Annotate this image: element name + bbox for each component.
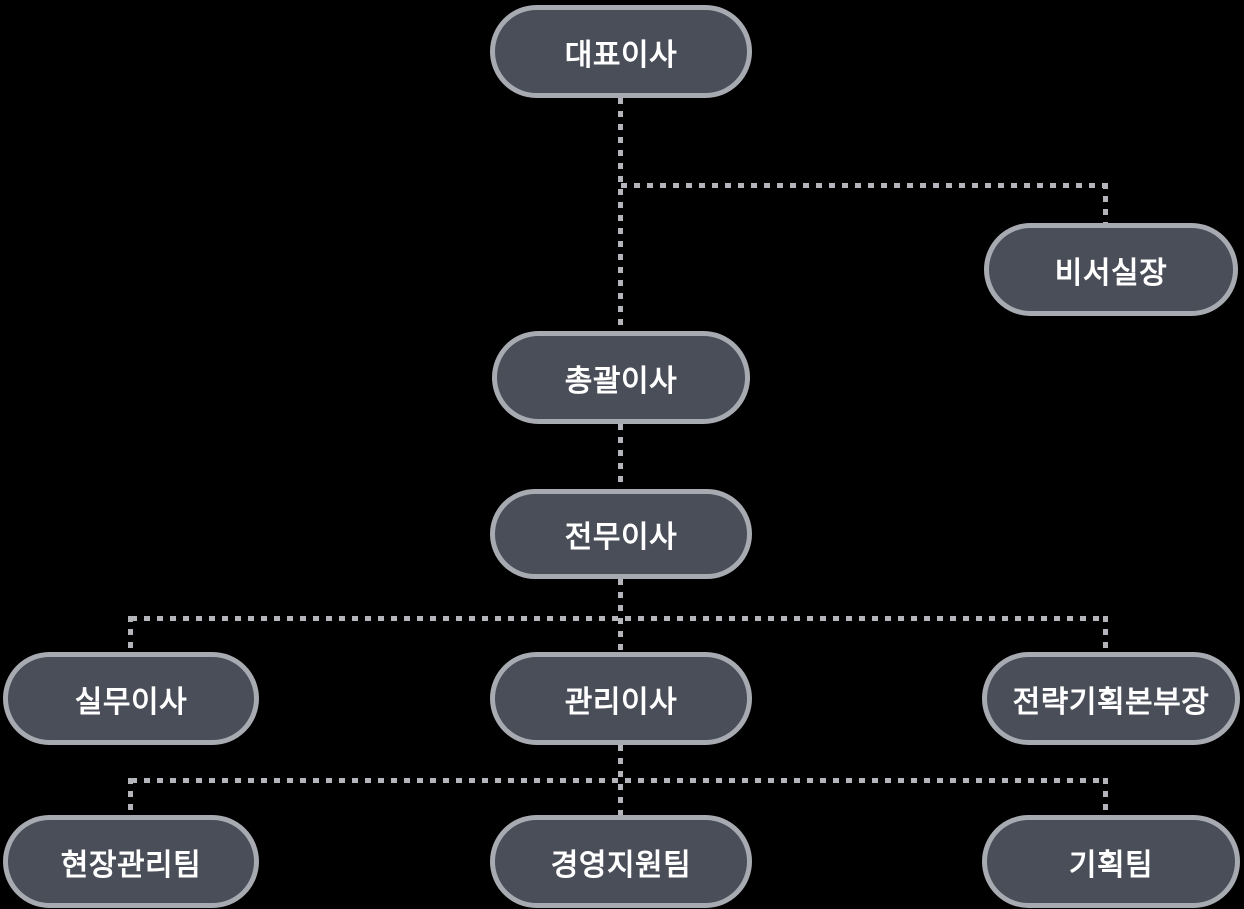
connector-level5-horizontal bbox=[131, 778, 1105, 783]
org-node-ceo: 대표이사 bbox=[490, 5, 752, 98]
connector-executive-to-management bbox=[618, 579, 623, 652]
org-node-planning-team: 기획팀 bbox=[982, 815, 1240, 908]
connector-ceo-to-secretary-vertical bbox=[1103, 183, 1108, 223]
org-node-strategy-planning-head: 전략기획본부장 bbox=[982, 652, 1240, 745]
connector-ceo-to-secretary-horizontal bbox=[621, 183, 1105, 188]
connector-to-strategy-head bbox=[1103, 616, 1108, 652]
org-node-general-director: 총괄이사 bbox=[492, 331, 750, 424]
connector-level4-horizontal bbox=[131, 616, 1105, 621]
connector-ceo-to-general-director bbox=[618, 98, 623, 331]
org-node-site-management-team: 현장관리팀 bbox=[3, 815, 259, 908]
connector-to-operations-director bbox=[128, 616, 133, 652]
connector-to-site-team bbox=[128, 778, 133, 815]
org-node-management-director: 관리이사 bbox=[490, 652, 752, 745]
connector-to-planning-team bbox=[1103, 778, 1108, 815]
org-node-executive-director: 전무이사 bbox=[490, 489, 752, 579]
connector-general-to-executive bbox=[618, 424, 623, 489]
org-node-chief-secretary: 비서실장 bbox=[984, 223, 1238, 316]
org-node-operations-director: 실무이사 bbox=[3, 652, 259, 745]
org-node-management-support-team: 경영지원팀 bbox=[490, 815, 752, 908]
